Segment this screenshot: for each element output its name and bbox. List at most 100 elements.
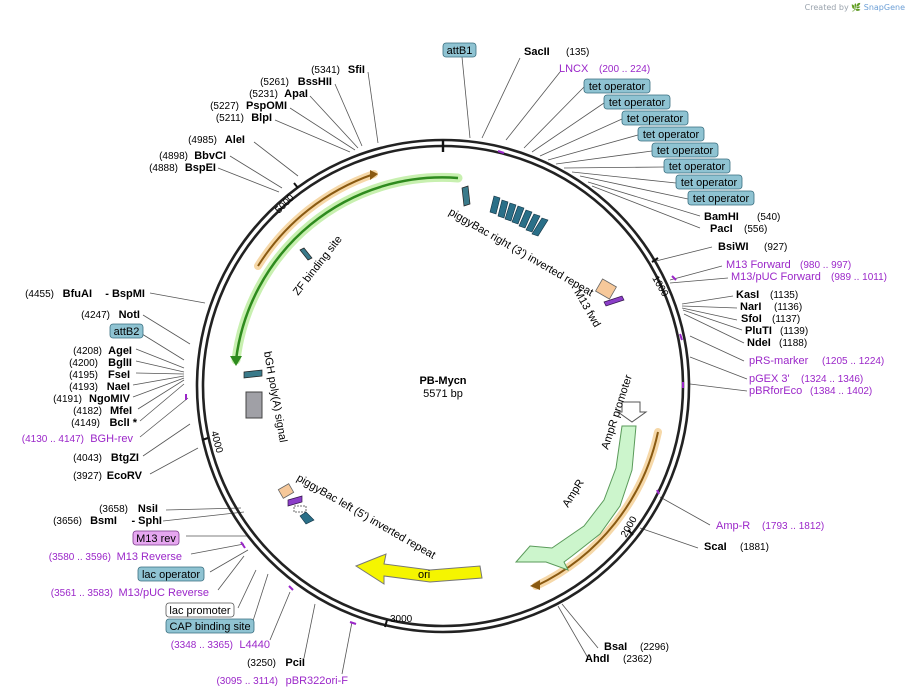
box-attb2: attB2 [109,323,144,339]
site-bsmi-pos: (3656) [53,516,82,527]
attb2-feature [243,369,263,379]
site-paci-pos: (556) [744,224,767,235]
site-bbvci-pos: (4898) [159,151,188,162]
site-bspmi-name: - BspMI [105,288,145,300]
ori-feature [354,553,483,585]
tick-label-3000: 3000 [390,614,413,625]
primer-l4440-range: (3348 .. 3365) [171,640,233,651]
ampr-feature [514,425,637,571]
box-attb1-label: attB1 [447,45,473,57]
site-kasi-name: KasI [736,289,759,301]
site-pcii-name: PciI [285,657,305,669]
cap-binding-box [293,505,307,513]
site-ahdi-pos: (2362) [623,654,652,665]
box-attb1: attB1 [442,42,477,58]
site-bspei-name: BspEI [185,162,216,174]
tet-operator-label-5: tet operator [657,145,714,157]
primer-m13puc-fwd-range: (989 .. 1011) [831,272,887,283]
site-noti-name: NotI [119,309,140,321]
site-bfuai-pos: (4455) [25,289,54,300]
site-bcli-pos: (4149) [71,418,100,429]
snapgene-logo: 🌿 [851,3,862,12]
leader-lines [132,56,748,675]
site-sfii-pos: (5341) [311,65,340,76]
orange-arc-arrowhead-left [370,170,378,180]
primer-l4440-name: L4440 [239,639,270,651]
site-sacii-pos: (135) [566,47,589,58]
site-paci-name: PacI [710,223,733,235]
site-ecorv-pos: (3927) [73,471,102,482]
primer-bgh-rev-name: BGH-rev [90,433,133,445]
site-kasi-pos: (1135) [770,290,798,301]
box-lac-operator-label: lac operator [142,569,200,581]
primer-pgex3-name: pGEX 3' [749,373,790,385]
tet-operator-label-4: tet operator [643,129,700,141]
site-pluti-name: PluTI [745,325,772,337]
primer-m13fwd-range: (980 .. 997) [800,260,851,271]
site-ngomiv-name: NgoMIV [89,393,131,405]
box-cap-binding: CAP binding site [165,618,255,634]
site-sfoi-pos: (1137) [772,314,800,325]
primer-pbrforeco-name: pBRforEco [749,385,802,397]
box-attb2-label: attB2 [114,326,140,338]
box-lac-promoter-label: lac promoter [169,605,230,617]
site-scai-name: ScaI [704,541,727,553]
primer-m13puc-fwd-name: M13/pUC Forward [731,271,821,283]
site-alei-pos: (4985) [188,135,217,146]
site-bsshii-pos: (5261) [260,77,289,88]
site-bsiwi-name: BsiWI [718,241,749,253]
tet-operator-label-8: tet operator [693,193,750,205]
primer-lncx-range: (200 .. 224) [599,64,650,75]
site-nsii-pos: (3658) [99,504,128,515]
primer-pgex3-range: (1324 .. 1346) [801,374,863,385]
box-lac-operator: lac operator [137,566,205,582]
site-apai-pos: (5231) [249,89,278,100]
primer-pbrforeco-range: (1384 .. 1402) [810,386,872,397]
site-bsiwi-pos: (927) [764,242,787,253]
orange-feature-arc-left [257,173,375,267]
site-bsai-pos: (2296) [640,642,669,653]
site-sacii-name: SacII [524,46,550,58]
tet-operator-boxes: tet operator tet operator tet operator t… [583,78,755,206]
site-agei-pos: (4208) [73,346,102,357]
site-ndei-name: NdeI [747,337,771,349]
piggybac-left-label: piggyBac left (5') inverted repeat [295,472,438,561]
primer-m13puc-rev-name: M13/pUC Reverse [119,587,209,599]
lac-operator-box [299,511,315,525]
primer-prs-marker-name: pRS-marker [749,355,809,367]
orange-arc-arrowhead-right [530,580,540,590]
tet-operator-label-1: tet operator [589,81,646,93]
site-blpi-name: BlpI [251,112,272,124]
primer-bgh-rev-range: (4130 .. 4147) [22,434,84,445]
tet-operator-label-2: tet operator [609,97,666,109]
box-lac-promoter: lac promoter [165,602,235,618]
green-arc-arrowhead [230,356,242,366]
primer-prs-marker-range: (1205 .. 1224) [822,356,884,367]
site-bspei-pos: (4888) [149,163,178,174]
site-agei-name: AgeI [108,345,132,357]
site-ahdi-name: AhdI [585,653,609,665]
tet-operator-features [489,195,549,237]
site-naei-pos: (4193) [69,382,98,393]
m13-fwd-arrow [603,295,625,307]
site-blpi-pos: (5211) [216,113,244,124]
site-ndei-pos: (1188) [779,338,807,349]
site-apai-name: ApaI [284,88,308,100]
primer-lncx-name: LNCX [559,63,589,75]
box-m13-rev: M13 rev [132,530,180,546]
zf-label: ZF binding site [291,234,345,298]
site-bsai-name: BsaI [604,641,627,653]
credit-text: Created by [804,3,849,12]
site-ngomiv-pos: (4191) [53,394,82,405]
site-alei-name: AleI [225,134,245,146]
site-nari-pos: (1136) [774,302,802,313]
tick-label-5000: 5000 [273,192,297,216]
plasmid-name: PB-Mycn [419,375,466,387]
tick-marks [201,140,659,628]
bgh-polya-feature [245,391,263,419]
site-nari-name: NarI [740,301,761,313]
primer-m13rev-name: M13 Reverse [117,551,182,563]
orange-feature-arc-right [535,431,659,587]
site-sfoi-name: SfoI [741,313,762,325]
